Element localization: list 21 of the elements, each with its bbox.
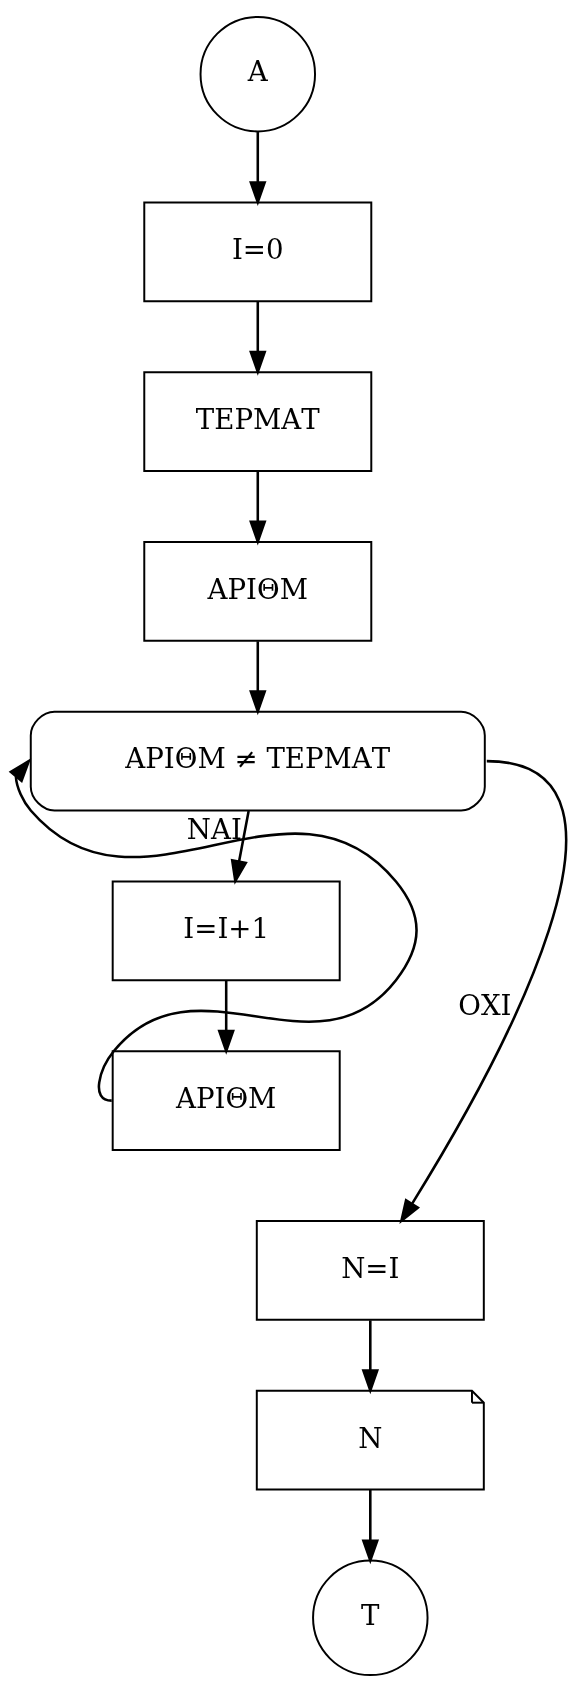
arrow	[249, 132, 267, 207]
node-box: ΑΡΙΘΜ ≠ ΤΕΡΜΑΤ	[29, 710, 486, 812]
node-circle: Τ	[312, 1559, 429, 1677]
arrow	[361, 1489, 380, 1565]
node-circle: Α	[199, 15, 316, 133]
arrow	[249, 301, 267, 376]
node-box: I=I+1	[111, 880, 341, 982]
arrow	[399, 759, 568, 1224]
node-box: ΑΡΙΘΜ	[143, 541, 373, 642]
arrow	[8, 758, 418, 1102]
arrow	[217, 980, 235, 1055]
node-box: N=I	[255, 1220, 485, 1321]
node-box: ΑΡΙΘΜ	[111, 1050, 341, 1151]
edge-label: ΝΑΙ	[186, 812, 242, 846]
edge-label: ΟΧΙ	[458, 989, 512, 1023]
arrow	[249, 641, 267, 716]
node-box: I=0	[143, 201, 373, 303]
arrow	[249, 471, 267, 546]
node-box: ΤΕΡΜΑΤ	[143, 371, 373, 472]
arrow	[361, 1320, 380, 1395]
arrow	[230, 810, 250, 885]
